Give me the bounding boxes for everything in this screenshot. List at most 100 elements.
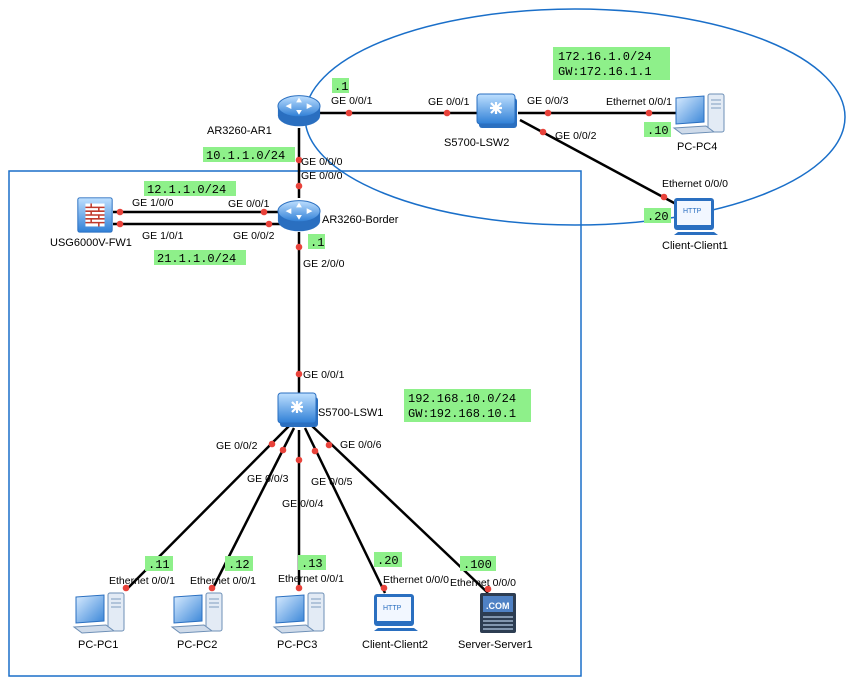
port-label: GE 0/0/4 xyxy=(282,498,324,510)
device-lsw2[interactable]: S5700-LSW2 xyxy=(444,92,519,149)
device-label: PC-PC4 xyxy=(677,141,717,153)
port-label: Ethernet 0/0/1 xyxy=(606,96,672,108)
port-dot xyxy=(311,447,319,455)
port-label: GE 0/0/3 xyxy=(247,473,289,485)
device-client2[interactable]: HTTP Client-Client2 xyxy=(362,594,428,651)
port-dot xyxy=(116,208,124,216)
link-lsw1-client2[interactable] xyxy=(303,427,387,594)
ip-tag-text: .1 xyxy=(310,236,324,250)
device-pc1[interactable]: PC-PC1 xyxy=(73,592,125,651)
port-dot xyxy=(295,243,303,251)
device-label: Client-Client2 xyxy=(362,639,428,651)
device-pc3[interactable]: PC-PC3 xyxy=(273,592,325,651)
port-dot xyxy=(645,109,653,117)
port-label: GE 2/0/0 xyxy=(303,258,345,270)
ip-tag-client1-host: .20 xyxy=(644,208,671,224)
port-label: GE 1/0/1 xyxy=(142,230,184,242)
http-client-icon xyxy=(674,198,718,235)
device-label: Server-Server1 xyxy=(458,639,533,651)
port-label: GE 0/0/0 xyxy=(301,170,343,182)
firewall-icon xyxy=(77,197,113,233)
server-icon xyxy=(479,592,517,634)
port-dot xyxy=(116,220,124,228)
port-label: GE 0/0/3 xyxy=(527,95,569,107)
ip-tag-text: .1 xyxy=(334,80,348,94)
ip-tag-pc2-host: .12 xyxy=(225,556,253,572)
port-label: GE 0/0/1 xyxy=(331,95,373,107)
ip-tag-lan172: 172.16.1.0/24 GW:172.16.1.1 xyxy=(553,47,670,80)
port-label: GE 0/0/0 xyxy=(301,156,343,168)
switch-icon xyxy=(277,391,320,429)
ip-tag-pc1-host: .11 xyxy=(145,556,173,572)
device-ar1[interactable]: AR3260-AR1 xyxy=(207,95,321,137)
port-label: Ethernet 0/0/1 xyxy=(278,573,344,585)
ip-tag-text: .11 xyxy=(148,558,170,572)
device-label: AR3260-Border xyxy=(322,214,399,226)
http-label: HTTP xyxy=(683,208,702,215)
ip-tag-client2-host: .20 xyxy=(374,552,402,568)
ip-tag-link21: 21.1.1.0/24 xyxy=(154,250,246,266)
port-label: GE 0/0/1 xyxy=(228,198,270,210)
port-label: GE 0/0/2 xyxy=(233,230,275,242)
http-client-icon xyxy=(374,594,418,631)
device-label: S5700-LSW2 xyxy=(444,137,509,149)
ip-tag-text: .13 xyxy=(301,557,323,571)
port-label: GE 0/0/1 xyxy=(428,96,470,108)
device-label: AR3260-AR1 xyxy=(207,125,272,137)
port-label: GE 0/0/5 xyxy=(311,476,353,488)
pc-icon xyxy=(273,592,325,634)
port-label: GE 0/0/6 xyxy=(340,439,382,451)
link-lsw1-server1[interactable] xyxy=(309,423,489,594)
port-dot xyxy=(295,182,303,190)
device-fw1[interactable]: USG6000V-FW1 xyxy=(50,197,132,249)
ip-tag-text: .20 xyxy=(377,554,399,568)
port-dot xyxy=(268,440,276,448)
ip-tag-text: 21.1.1.0/24 xyxy=(157,252,236,266)
port-label: GE 0/0/2 xyxy=(216,440,258,452)
ip-tag-border-host: .1 xyxy=(308,234,325,250)
port-dot xyxy=(345,109,353,117)
port-dot xyxy=(660,193,668,201)
device-border[interactable]: AR3260-Border xyxy=(277,200,399,232)
port-dot xyxy=(260,208,268,216)
switch-icon xyxy=(476,92,519,130)
pc-icon xyxy=(673,93,725,135)
port-dot xyxy=(265,220,273,228)
device-pc2[interactable]: PC-PC2 xyxy=(171,592,223,651)
ip-tag-net: 172.16.1.0/24 xyxy=(558,50,652,64)
port-label: GE 1/0/0 xyxy=(132,197,174,209)
port-dot xyxy=(539,128,547,136)
ip-tag-text: 10.1.1.0/24 xyxy=(206,149,285,163)
link-lsw2-client1[interactable] xyxy=(519,118,677,206)
ip-tag-gw: GW:192.168.10.1 xyxy=(408,407,516,421)
pc-icon xyxy=(171,592,223,634)
port-label: GE 0/0/2 xyxy=(555,130,597,142)
ip-tag-text: 12.1.1.0/24 xyxy=(147,183,226,197)
device-client1[interactable]: HTTP Client-Client1 xyxy=(662,198,728,252)
ip-tag-pc3-host: .13 xyxy=(298,555,326,571)
port-dot xyxy=(380,584,388,592)
device-label: PC-PC1 xyxy=(78,639,118,651)
port-label: Ethernet 0/0/0 xyxy=(662,178,728,190)
device-lsw1[interactable]: S5700-LSW1 xyxy=(277,391,383,429)
port-dot xyxy=(295,584,303,592)
device-label: PC-PC3 xyxy=(277,639,317,651)
pc-icon xyxy=(73,592,125,634)
ip-tag-server1-host: .100 xyxy=(460,556,496,572)
com-label: .COM xyxy=(486,601,510,611)
device-server1[interactable]: .COM Server-Server1 xyxy=(458,592,533,651)
port-dot xyxy=(325,441,333,449)
port-dot xyxy=(484,585,492,593)
device-pc4[interactable]: PC-PC4 xyxy=(673,93,725,153)
device-label: Client-Client1 xyxy=(662,240,728,252)
port-label: Ethernet 0/0/1 xyxy=(190,575,256,587)
external-zone-boundary xyxy=(304,8,846,226)
ip-tag-net: 192.168.10.0/24 xyxy=(408,392,516,406)
ip-tag-text: .100 xyxy=(463,558,492,572)
port-dot xyxy=(122,584,130,592)
device-label: USG6000V-FW1 xyxy=(50,237,132,249)
ip-tag-lan192: 192.168.10.0/24 GW:192.168.10.1 xyxy=(404,389,531,422)
ip-tag-pc4-host: .10 xyxy=(644,122,671,138)
port-label: Ethernet 0/0/0 xyxy=(450,577,516,589)
